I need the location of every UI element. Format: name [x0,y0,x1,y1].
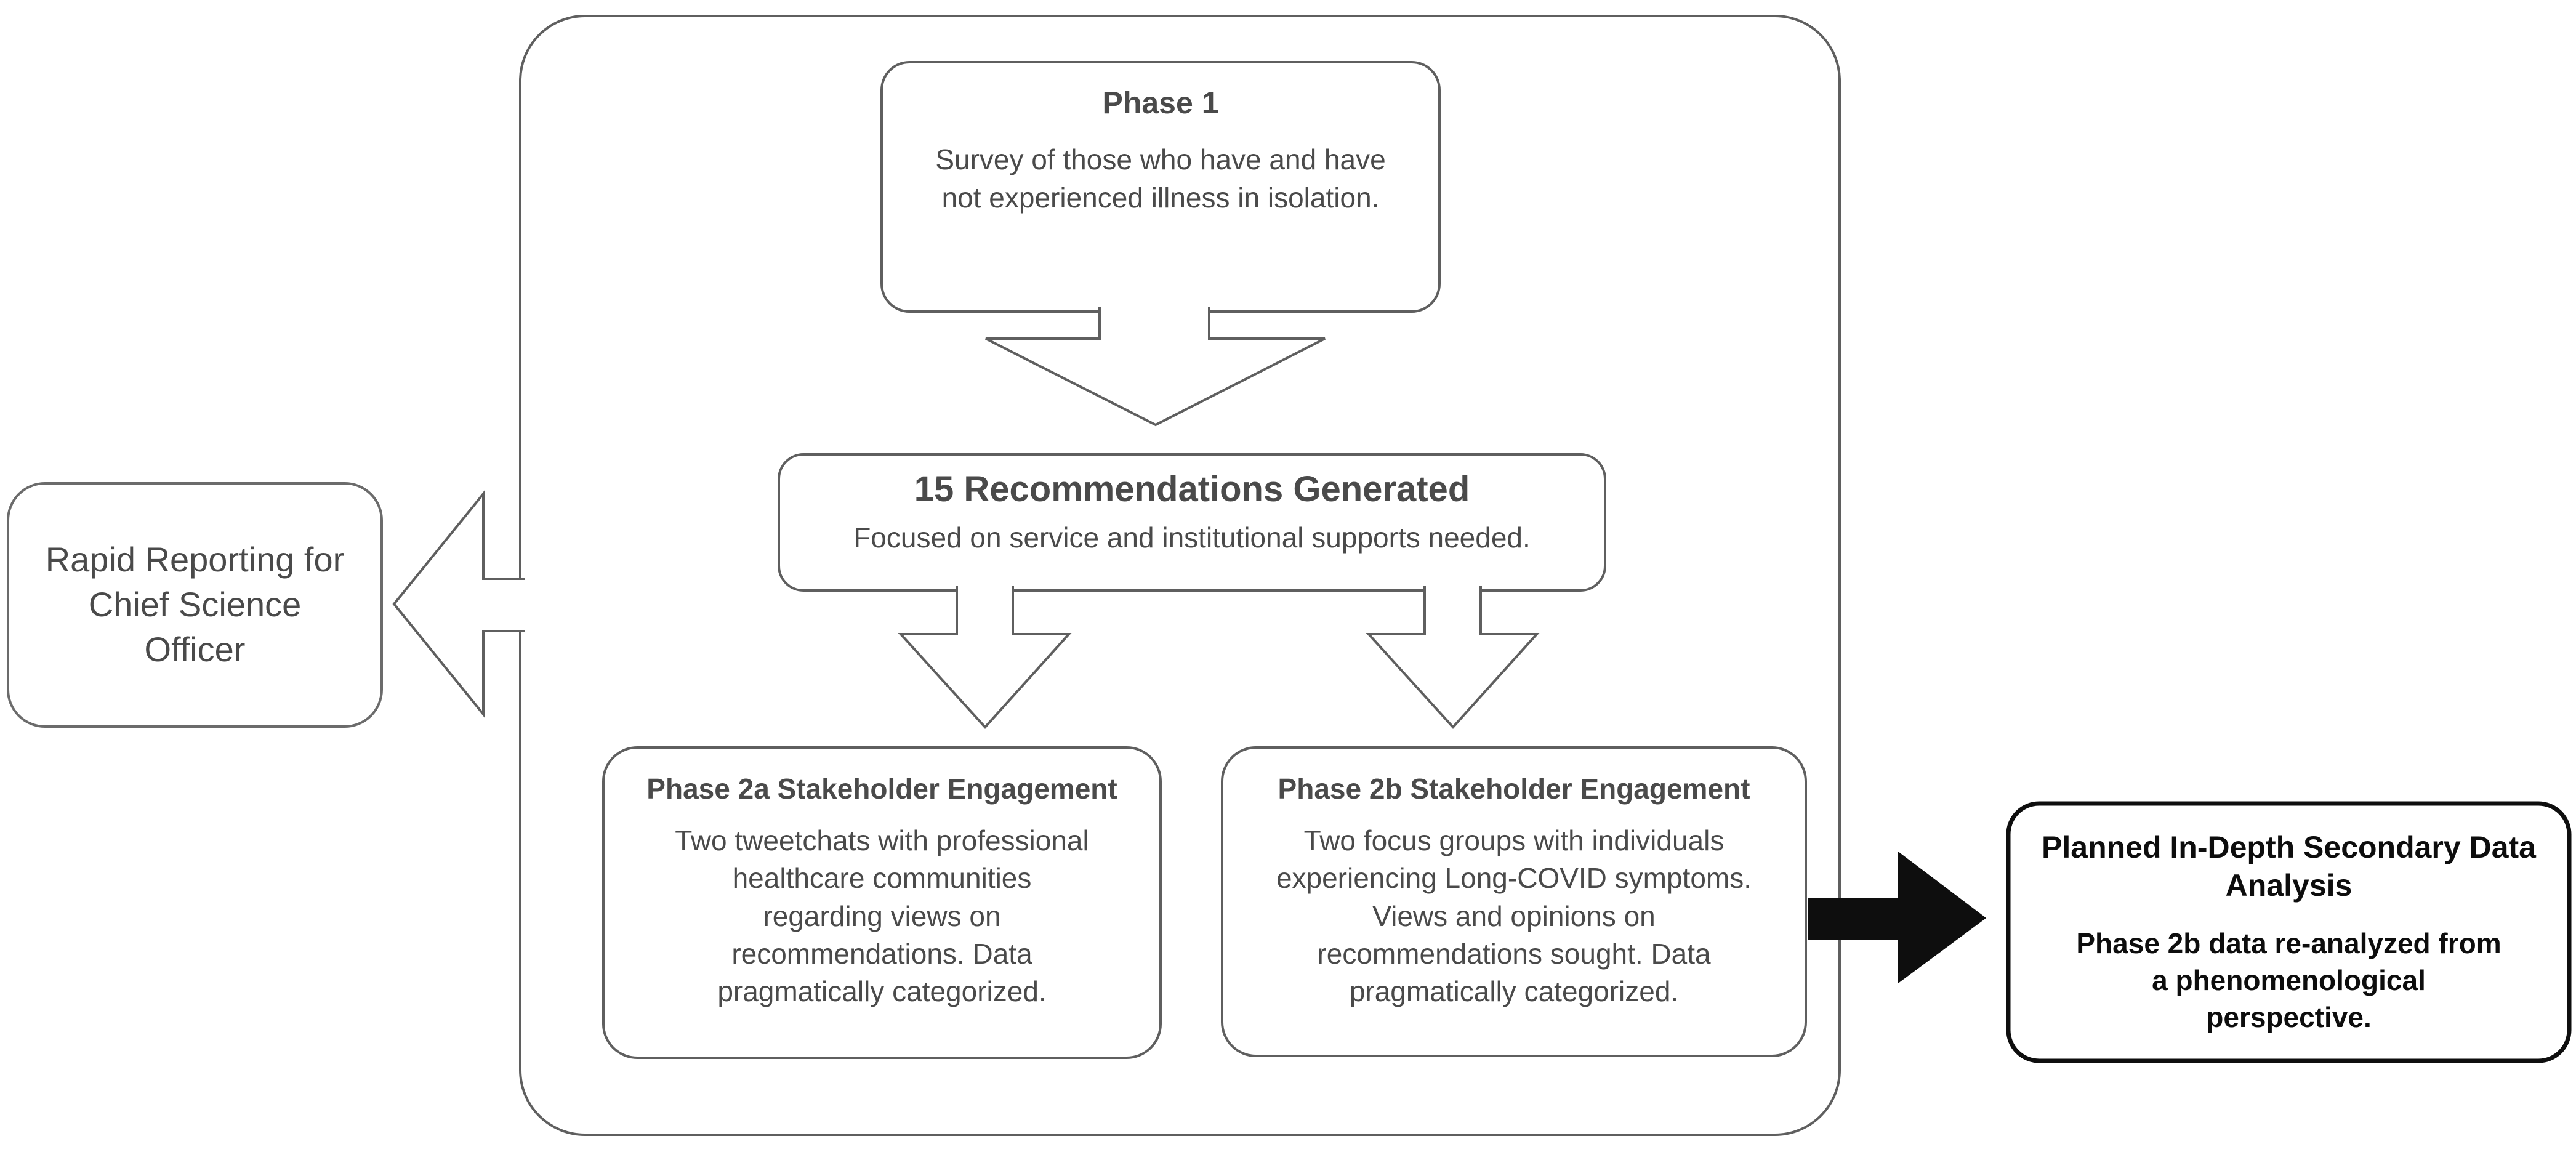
arrow-left-icon [392,490,525,718]
phase2b-title: Phase 2b Stakeholder Engagement [1278,773,1750,805]
recommendations-title: 15 Recommendations Generated [914,469,1470,509]
recommendations-body: Focused on service and institutional sup… [853,521,1531,554]
recommendations-content: 15 Recommendations Generated Focused on … [779,454,1605,590]
phase1-content: Phase 1 Survey of those who have and hav… [882,62,1439,312]
phase1-title: Phase 1 [1102,86,1219,120]
rapid-reporting-content: Rapid Reporting for Chief Science Office… [8,483,382,727]
phase2b-body: Two focus groups with individuals experi… [1276,824,1752,1007]
rapid-reporting-label: Rapid Reporting for Chief Science Office… [45,540,345,669]
rapid-reporting-box [7,482,383,728]
phase1-body: Survey of those who have and have not ex… [935,143,1386,214]
phase2a-content: Phase 2a Stakeholder Engagement Two twee… [603,747,1161,1058]
phase2a-box [602,746,1162,1059]
planned-analysis-content: Planned In-Depth Secondary Data Analysis… [2008,804,2569,1061]
arrow-right-solid-icon [1808,852,1986,983]
planned-analysis-title: Planned In-Depth Secondary Data Analysis [2042,830,2536,903]
arrow-down-right-icon [1366,586,1540,729]
recommendations-box [778,453,1606,592]
arrow-down-left-icon [898,586,1072,729]
phase2b-box [1221,746,1807,1057]
phase2a-title: Phase 2a Stakeholder Engagement [646,773,1117,805]
planned-analysis-body: Phase 2b data re-analyzed from a phenome… [2076,927,2502,1033]
arrow-down-large-icon [985,307,1326,427]
phase2b-content: Phase 2b Stakeholder Engagement Two focu… [1222,747,1806,1056]
phase2a-body: Two tweetchats with professional healthc… [675,824,1089,1007]
planned-analysis-box [2006,801,2572,1063]
